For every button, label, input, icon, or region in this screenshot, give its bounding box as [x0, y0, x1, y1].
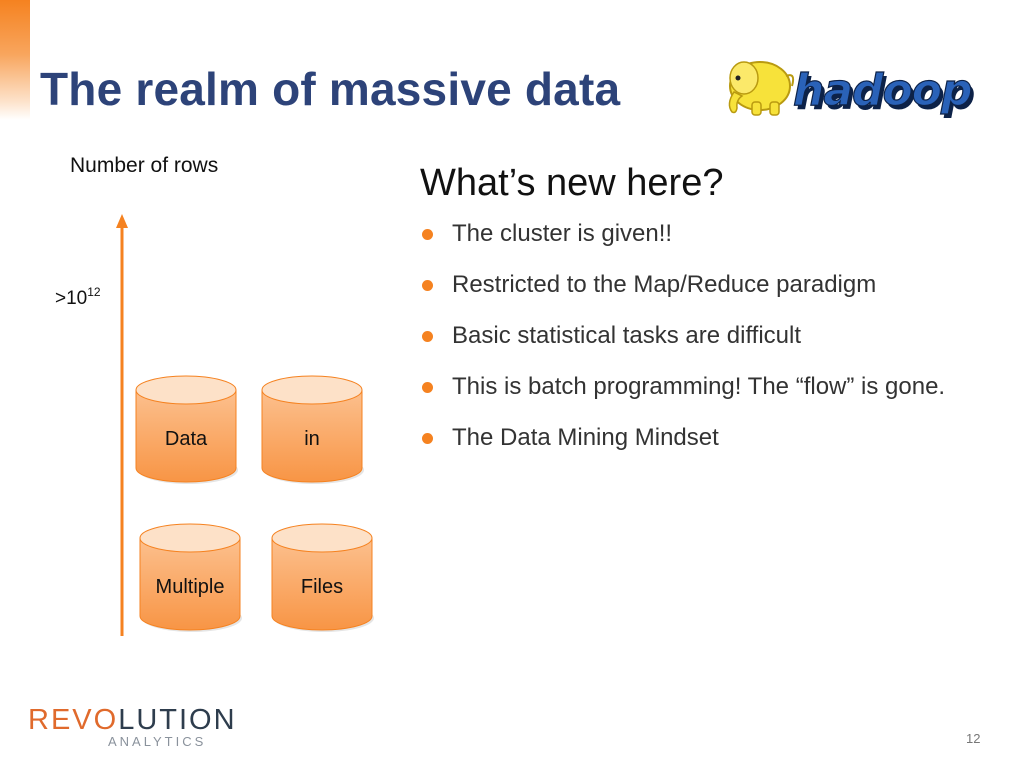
bullet-icon: [422, 433, 433, 444]
bullet-list: The cluster is given!! Restricted to the…: [418, 214, 978, 469]
hadoop-wordmark: hadoop: [793, 65, 971, 116]
bullet-icon: [422, 382, 433, 393]
cylinder-in: in: [258, 372, 366, 488]
hadoop-elephant-icon: hadoop hadoop: [728, 61, 975, 120]
page-number: 12: [966, 731, 981, 746]
accent-bar: [0, 0, 30, 120]
tick-base: >10: [55, 288, 88, 309]
cylinder-data: Data: [132, 372, 240, 488]
cylinder-label: in: [304, 428, 320, 450]
hadoop-logo: hadoop hadoop: [722, 52, 975, 120]
cylinder-label: Multiple: [155, 576, 225, 598]
bullet-icon: [422, 280, 433, 291]
analytics-wordmark: ANALYTICS: [108, 734, 207, 749]
bullet-icon: [422, 229, 433, 240]
axis-tick-label: >1012: [55, 285, 101, 310]
bullet-text: Restricted to the Map/Reduce paradigm: [452, 271, 877, 298]
svg-text:hadoop: hadoop: [796, 69, 974, 120]
bullet-text: Basic statistical tasks are difficult: [452, 322, 802, 349]
cylinder-label: Data: [164, 428, 208, 450]
cylinder-files: Files: [268, 520, 376, 636]
bullet-item: The Data Mining Mindset: [418, 418, 978, 458]
bullet-text: The cluster is given!!: [452, 220, 673, 247]
arrow-up-icon: [116, 214, 128, 228]
vertical-axis-arrow: [116, 214, 128, 636]
bullet-text: This is batch programming! The “flow” is…: [452, 373, 946, 400]
bullet-icon: [422, 331, 433, 342]
bullet-text: The Data Mining Mindset: [452, 424, 719, 451]
bullet-item: Basic statistical tasks are difficult: [418, 316, 978, 356]
page-title: The realm of massive data: [40, 63, 621, 115]
bullet-item: This is batch programming! The “flow” is…: [418, 367, 978, 407]
bullet-item: Restricted to the Map/Reduce paradigm: [418, 265, 978, 305]
revolution-wordmark: REVOLUTION: [28, 704, 237, 736]
cylinder-label: Files: [300, 576, 344, 598]
cylinder-multiple: Multiple: [136, 520, 244, 636]
tick-exponent: 12: [87, 285, 101, 299]
bullet-item: The cluster is given!!: [418, 214, 978, 254]
revolution-analytics-logo: REVOLUTION ANALYTICS: [28, 704, 235, 754]
section-heading: What’s new here?: [420, 162, 724, 204]
axis-label: Number of rows: [70, 154, 219, 177]
